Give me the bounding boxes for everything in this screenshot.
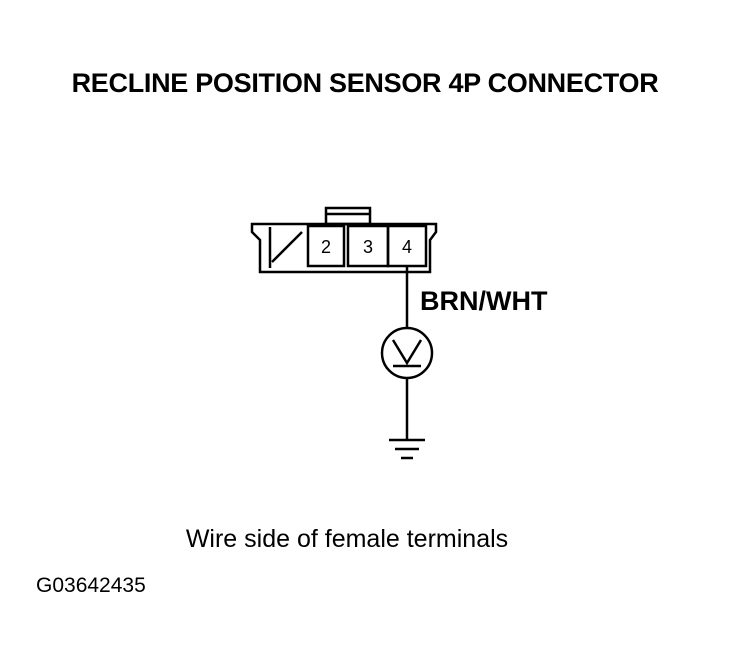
connector-body [250, 222, 438, 274]
connector-lock-tab [324, 206, 372, 226]
figure-id: G03642435 [36, 574, 146, 597]
terminal-2-cell [306, 224, 346, 268]
wire-color-label: BRN/WHT [420, 286, 548, 316]
terminal-2-label: 2 [321, 237, 331, 257]
terminal-4-label: 4 [402, 237, 412, 257]
voltmeter-v-glyph [391, 339, 423, 366]
page-title: RECLINE POSITION SENSOR 4P CONNECTOR [71, 68, 659, 98]
terminal-1-blank-diagonal [271, 231, 303, 263]
ground-icon [389, 438, 425, 460]
voltmeter-icon [380, 326, 434, 380]
terminal-3-label: 3 [363, 237, 373, 257]
diagram-caption: Wire side of female terminals [185, 525, 509, 553]
